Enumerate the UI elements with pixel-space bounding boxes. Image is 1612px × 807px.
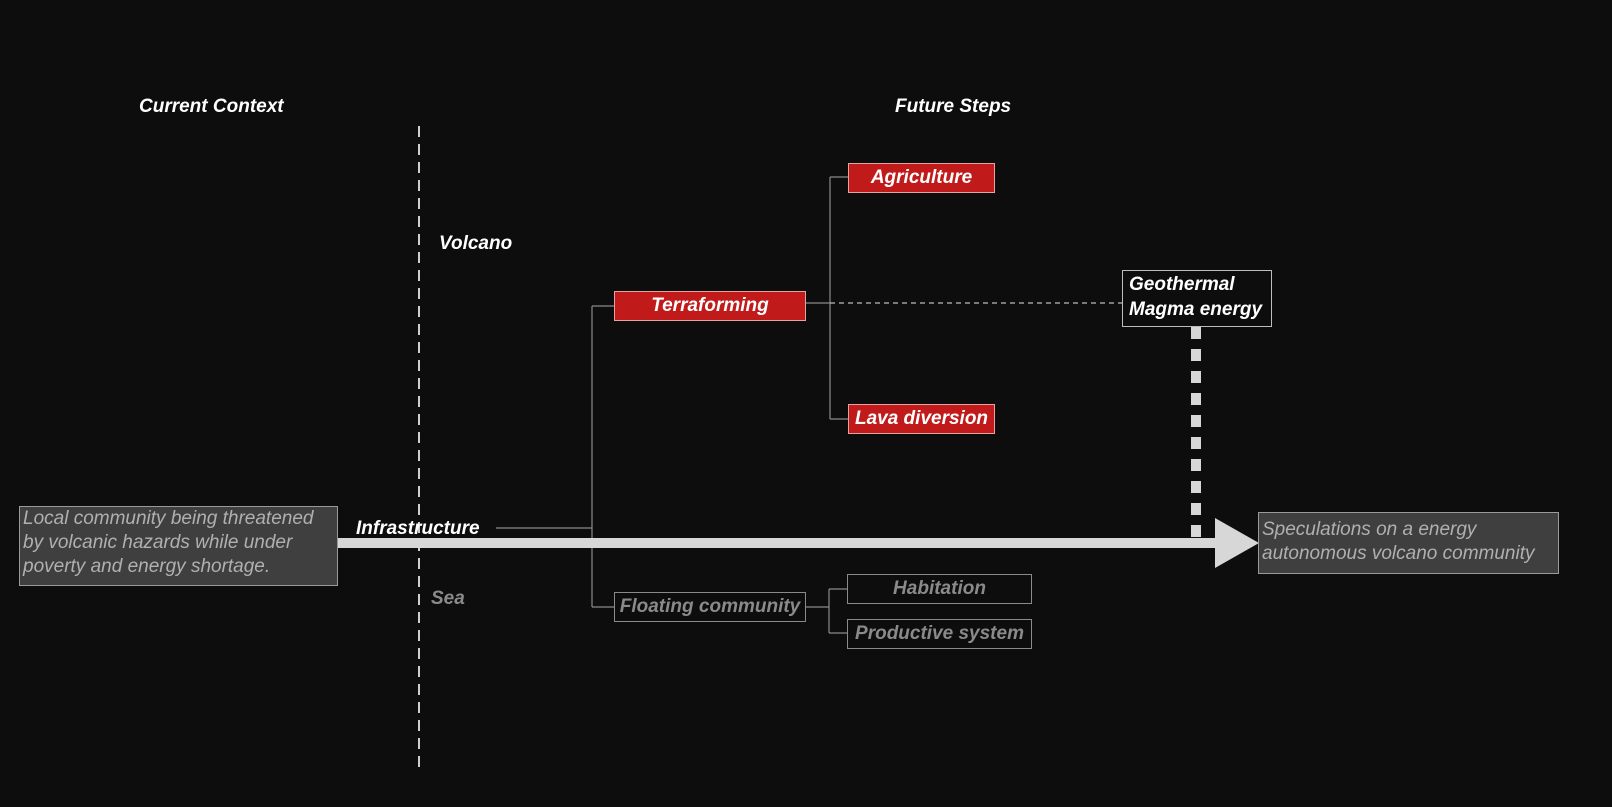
geothermal-line1: Geothermal — [1129, 274, 1235, 295]
productive-system-label: Productive system — [855, 623, 1024, 644]
start-node: Local community being threatened by volc… — [19, 506, 338, 586]
habitation-label: Habitation — [893, 578, 986, 599]
main-arrow-head — [1215, 518, 1259, 568]
end-node: Speculations on a energy autonomous volc… — [1258, 512, 1559, 574]
lava-diversion-label: Lava diversion — [854, 408, 989, 429]
lava-diversion-box: Lava diversion — [848, 404, 995, 434]
main-arrow-shaft — [337, 538, 1217, 548]
floating-community-box: Floating community — [614, 592, 806, 622]
geothermal-box: Geothermal Magma energy — [1122, 270, 1272, 327]
heading-current-context: Current Context — [139, 96, 284, 117]
heading-future-steps: Future Steps — [895, 96, 1012, 117]
floating-community-label: Floating community — [619, 596, 801, 617]
terraforming-label: Terraforming — [651, 295, 769, 316]
end-node-text: Speculations on a energy autonomous volc… — [1262, 519, 1535, 564]
terraforming-box: Terraforming — [614, 291, 806, 321]
geothermal-line2: Magma energy — [1129, 299, 1263, 320]
zone-volcano-label: Volcano — [439, 233, 513, 254]
zone-sea-label: Sea — [431, 588, 465, 609]
start-node-text: Local community being threatened by volc… — [23, 508, 314, 577]
infrastructure-label: Infrastructure — [356, 518, 480, 539]
productive-system-box: Productive system — [847, 619, 1032, 649]
habitation-box: Habitation — [847, 574, 1032, 604]
agriculture-box: Agriculture — [848, 163, 995, 193]
agriculture-label: Agriculture — [870, 167, 973, 188]
